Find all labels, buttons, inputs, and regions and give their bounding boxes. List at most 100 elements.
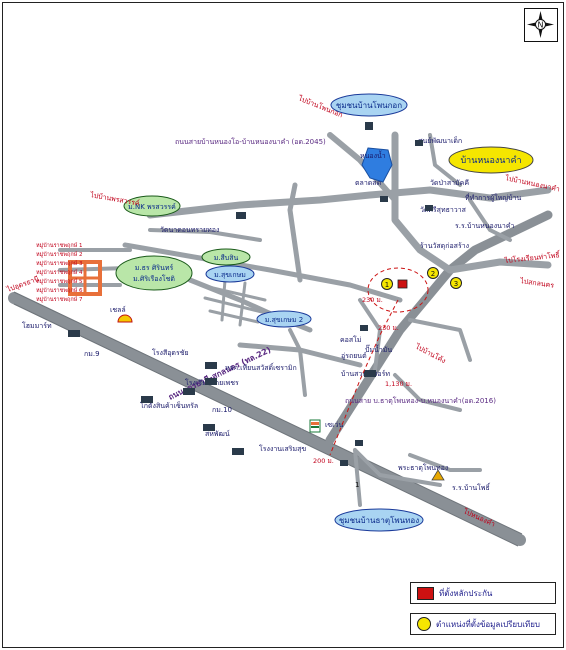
building-icon xyxy=(355,440,363,446)
place-labels: วัดนาดอนทรายทอง หนองน้ำ ศูนย์พัฒนาเด็ก ร… xyxy=(22,136,522,492)
building-icons xyxy=(68,122,433,466)
building-icon xyxy=(365,122,373,130)
area-labels: ชุมชนบ้านโพนกอก บ้านหนองนาคำ ม.NK พรสวรร… xyxy=(115,93,534,532)
sarinthorn-label: ม.ธร ศิรินทร์ xyxy=(135,264,174,272)
village-road-2 xyxy=(287,182,303,283)
phra-that-label: พระธาตุโพนทอง xyxy=(398,463,448,472)
factory-label: โรงงานเสริมสุข xyxy=(259,444,306,453)
legend-comparable: ตำแหน่งที่ตั้งข้อมูลเปรียบเทียบ xyxy=(410,613,556,635)
distance-line xyxy=(329,299,399,456)
seven-eleven-icon xyxy=(309,419,321,433)
building-icon xyxy=(232,448,244,455)
bottom-community-label: ชุมชนบ้านธาตุโพนทอง xyxy=(339,515,419,525)
legend-subject-label: ที่ตั้งหลักประกัน xyxy=(439,588,493,598)
comparable-swatch xyxy=(417,617,431,631)
building-icon xyxy=(205,378,217,385)
road-network xyxy=(8,131,553,547)
pond-label: หนองน้ำ xyxy=(360,149,386,160)
village-road-8 xyxy=(393,373,462,412)
building-icon xyxy=(236,212,246,219)
village-plot-label-3: หมู่บ้านราชพฤกษ์ 3 xyxy=(36,260,83,267)
suksamai-bubble xyxy=(256,310,312,328)
sirin-label: ม.ศิริเรืองโชติ xyxy=(133,274,175,283)
legend-subject: ที่ตั้งหลักประกัน xyxy=(410,582,556,604)
scale-4-label: 200 ม. xyxy=(313,457,334,465)
pagoda-icon xyxy=(431,469,445,481)
compass-north-label: N xyxy=(538,21,544,30)
village-road-5 xyxy=(288,328,307,397)
nong-na-kham-label: บ้านหนองนาคำ xyxy=(460,155,521,166)
building-icon xyxy=(68,330,80,337)
north-spur xyxy=(428,133,462,187)
to-udon-label: ไปอุดรธานี xyxy=(5,274,41,294)
building-icon xyxy=(360,325,368,331)
km-10-label: กม.10 xyxy=(212,406,232,414)
comparable-marker-2-label: 2 xyxy=(431,270,435,278)
suksamai-label: ม.สุขเกษม 2 xyxy=(265,316,303,324)
grid-roads xyxy=(198,278,267,327)
village-plot-label-5: หมู่บ้านราชพฤกษ์ 5 xyxy=(36,278,83,285)
market-label: ตลาดสด xyxy=(355,179,381,187)
top-community-bubble xyxy=(330,93,408,117)
to-sakon-label: ไปสกลนคร xyxy=(519,276,555,290)
school-south-label: ร.ร.บ้านโพธิ์ xyxy=(452,482,491,492)
wat-ban-label: วัดป่าสามัคคี xyxy=(430,179,469,187)
tile-shop-label: หจก.เทียนสวัสดิ์เซรามิก xyxy=(225,362,297,372)
south-road-label: ถนนสาย บ.ธาตุโพนทอง-บ.หนองนาคำ(อด.2016) xyxy=(345,396,496,405)
subject-marker xyxy=(397,279,408,289)
comparable-markers: 1 2 3 xyxy=(381,267,462,290)
shop-2-label: โรงสีอุดรชัย xyxy=(152,348,189,357)
scale-3-label: 1,130 ม. xyxy=(385,380,412,388)
village-plot-block xyxy=(68,260,102,296)
temple-road xyxy=(148,228,262,242)
temple-east-label: วัดศรีสุทธาวาส xyxy=(420,206,467,214)
building-icon xyxy=(203,424,215,431)
village-plot-label-4: หมู่บ้านราชพฤกษ์ 4 xyxy=(36,269,83,276)
top-community-label: ชุมชนบ้านโพนกอก xyxy=(336,100,402,110)
building-icon xyxy=(141,396,153,403)
health-center-label: ศูนย์พัฒนาเด็ก xyxy=(418,136,462,145)
temple-label: วัดนาดอนทรายทอง xyxy=(160,226,219,234)
north-road-label: ถนนสายบ้านหนองโอ-บ้านหนองนาคำ (อด.2045) xyxy=(175,137,326,146)
garage-label: อู่รถยนต์ xyxy=(341,352,367,360)
comparable-marker-1 xyxy=(381,278,393,290)
building-icon xyxy=(205,362,217,369)
building-icon xyxy=(340,460,348,466)
cosmo-label: คอสโม่ xyxy=(340,335,362,344)
to-top-left-label: ไปบ้านพรสวรรค์ xyxy=(89,190,141,208)
building-icon xyxy=(415,140,423,146)
east-spur xyxy=(468,198,512,242)
building-icon xyxy=(380,196,388,202)
north-connector xyxy=(391,131,454,274)
shop-3-label: ปั๊มน้ำมัน xyxy=(365,343,392,354)
legend-comparable-label: ตำแหน่งที่ตั้งข้อมูลเปรียบเทียบ xyxy=(436,619,540,629)
km-marker-label: 1 xyxy=(355,481,359,489)
comparable-marker-3 xyxy=(450,277,462,289)
to-ban-rong-label: ไปบ้านโค้ง xyxy=(413,341,447,365)
village-plot-label-2: หมู่บ้านราชพฤกษ์ 2 xyxy=(36,251,83,258)
village-road-1 xyxy=(122,242,403,303)
scale-1-label: 230 ม. xyxy=(362,296,383,304)
clinic-label: ที่ทำการผู้ใหญ่บ้าน xyxy=(465,193,522,202)
warehouse-label: โกดังสินค้าเซ็นทรัล xyxy=(140,401,198,410)
village-plot-label-1: หมู่บ้านราชพฤกษ์ 1 xyxy=(36,242,83,249)
main-highway-edge xyxy=(13,291,523,547)
suebsin-label: ม.สืบสิน xyxy=(214,254,239,262)
shell-icon xyxy=(117,314,133,323)
sukkasem-bubble xyxy=(205,265,255,283)
building-icon xyxy=(364,370,376,377)
village-road-7 xyxy=(408,318,472,362)
building-icon xyxy=(183,388,195,395)
building-icon xyxy=(425,205,433,211)
phon-sawan-label: ม.NK พรสวรรค์ xyxy=(128,203,176,211)
pond xyxy=(361,147,393,183)
school-north-label: ร.ร.บ้านหนองนาคำ xyxy=(455,222,515,230)
phon-sawan-bubble xyxy=(123,195,181,217)
scale-2-label: 230 ม. xyxy=(378,324,399,332)
comparable-marker-3-label: 3 xyxy=(454,280,458,288)
suebsin-bubble xyxy=(201,248,251,266)
northwest-road xyxy=(327,132,398,203)
compass-rose-icon: N xyxy=(527,11,554,38)
lower-road xyxy=(408,453,482,472)
